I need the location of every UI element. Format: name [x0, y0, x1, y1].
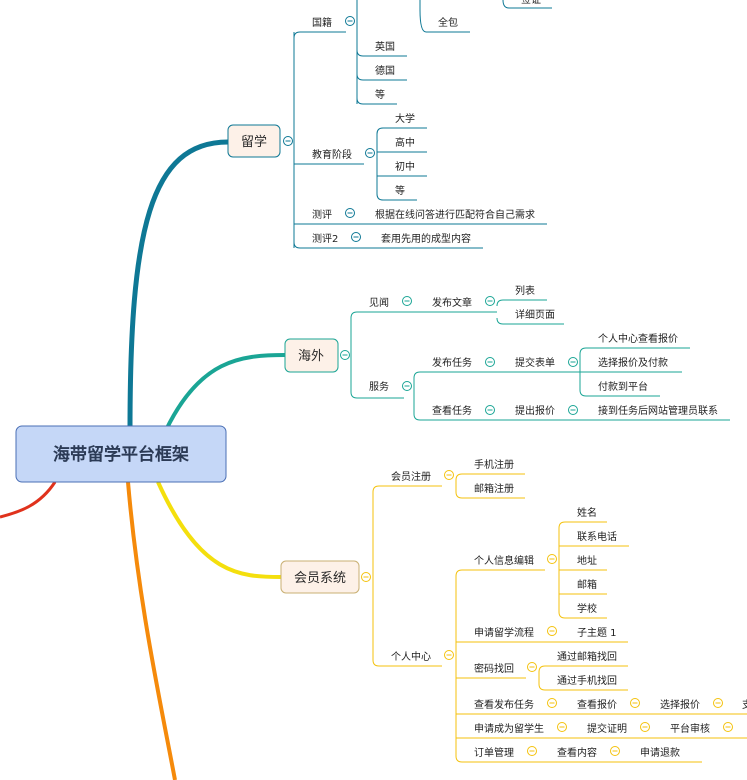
collapse-haiwai[interactable]	[340, 350, 350, 360]
collapse-shenhe[interactable]	[723, 722, 733, 732]
collapse-zhuce[interactable]	[444, 470, 454, 480]
collapse-ceping[interactable]	[345, 208, 355, 218]
collapse-liuxue[interactable]	[283, 136, 293, 146]
node-bianji[interactable]: 个人信息编辑	[474, 554, 534, 567]
node-huiyuan-label: 会员系统	[294, 571, 346, 586]
node-liucheng[interactable]: 申请留学流程	[474, 626, 534, 639]
node-zhi[interactable]: 支	[742, 699, 747, 711]
node-chakanneirong[interactable]: 查看内容	[557, 746, 597, 759]
node-quanbao[interactable]: 全包	[438, 16, 458, 29]
node-chakanfabu[interactable]: 查看发布任务	[474, 698, 534, 711]
node-daxue[interactable]: 大学	[395, 112, 415, 125]
collapse-jianwen[interactable]	[402, 296, 412, 306]
node-huiyuan[interactable]: 会员系统	[280, 560, 360, 594]
node-gerenzhongxin[interactable]: 个人中心	[391, 650, 431, 663]
collapse-guoji[interactable]	[345, 16, 355, 26]
node-tongguoshouji[interactable]: 通过手机找回	[557, 674, 617, 687]
node-chakanrenwu[interactable]: 查看任务	[432, 404, 472, 417]
node-fuwu[interactable]: 服务	[369, 380, 389, 393]
collapse-huiyuan[interactable]	[361, 572, 371, 582]
node-tongguoyouxiang[interactable]: 通过邮箱找回	[557, 650, 617, 663]
node-deng2[interactable]: 等	[395, 184, 405, 197]
node-youxiang2[interactable]: 邮箱	[577, 578, 597, 591]
node-xuanzebaojia[interactable]: 选择报价及付款	[598, 356, 668, 369]
node-tuikuan[interactable]: 申请退款	[640, 746, 680, 759]
branch-liuxue: 留学 国籍 全包 签证 英国 德国 等 教育阶段	[227, 0, 552, 249]
node-shenqing[interactable]: 申请成为留学生	[474, 722, 544, 735]
node-tijiaobiaodan[interactable]: 提交表单	[515, 356, 555, 369]
collapse-xuanzebaojia2[interactable]	[713, 698, 723, 708]
node-guoji[interactable]: 国籍	[312, 16, 332, 29]
node-ceping[interactable]: 测评	[312, 208, 332, 221]
node-dizhi[interactable]: 地址	[577, 554, 597, 567]
collapse-chakanrenwu[interactable]	[485, 405, 495, 415]
node-shenhe[interactable]: 平台审核	[670, 722, 710, 735]
collapse-chakanneirong[interactable]	[610, 746, 620, 756]
collapse-gerenzhongxin[interactable]	[444, 650, 454, 660]
node-youxiang[interactable]: 邮箱注册	[474, 482, 514, 495]
node-xuexiao[interactable]: 学校	[577, 602, 597, 615]
connector-left-red	[0, 481, 57, 519]
collapse-ceping2[interactable]	[351, 232, 361, 242]
collapse-bianji[interactable]	[547, 554, 557, 564]
node-haiwai[interactable]: 海外	[284, 338, 339, 373]
node-ceping-child[interactable]: 根据在线问答进行匹配符合自己需求	[375, 208, 535, 221]
collapse-tijiaobiaodan[interactable]	[568, 357, 578, 367]
node-xuanzebaojia2[interactable]: 选择报价	[660, 698, 700, 711]
node-quanbao-child[interactable]: 签证	[521, 0, 541, 6]
node-fukuan[interactable]: 付款到平台	[598, 380, 648, 393]
node-haiwai-label: 海外	[298, 349, 324, 364]
node-fabuwenzhang[interactable]: 发布文章	[432, 296, 472, 309]
node-jiedao[interactable]: 接到任务后网站管理员联系	[598, 404, 718, 417]
collapse-tichubaojia[interactable]	[568, 405, 578, 415]
root-node[interactable]: 海带留学平台框架	[15, 425, 227, 483]
node-tijiao[interactable]: 提交证明	[587, 722, 627, 735]
collapse-jiaoyu[interactable]	[365, 148, 375, 158]
node-chakanbaojia[interactable]: 查看报价	[577, 698, 617, 711]
collapse-shenqing[interactable]	[557, 722, 567, 732]
connector-liuxue	[127, 139, 229, 431]
node-xiangxi[interactable]: 详细页面	[515, 308, 555, 321]
node-gerenbaojia[interactable]: 个人中心查看报价	[598, 332, 678, 345]
branch-haiwai: 海外 见闻 发布文章 列表 详细页面 服务 发布任务	[284, 284, 730, 421]
collapse-fuwu[interactable]	[402, 381, 412, 391]
node-chuzhong[interactable]: 初中	[395, 160, 415, 173]
node-liuxue-label: 留学	[241, 134, 267, 150]
collapse-fabuwenzhang[interactable]	[485, 296, 495, 306]
node-yingguo[interactable]: 英国	[375, 40, 395, 53]
collapse-liucheng[interactable]	[547, 626, 557, 636]
node-deng1[interactable]: 等	[375, 88, 385, 101]
collapse-faburenwu[interactable]	[485, 357, 495, 367]
node-tichubaojia[interactable]: 提出报价	[515, 404, 555, 417]
node-gaozhong[interactable]: 高中	[395, 136, 415, 149]
collapse-chakanbaojia[interactable]	[630, 698, 640, 708]
collapse-chakanfabu[interactable]	[547, 698, 557, 708]
node-liebiao[interactable]: 列表	[515, 284, 535, 297]
root-label: 海带留学平台框架	[53, 444, 189, 465]
node-zizhuti[interactable]: 子主题 1	[577, 627, 617, 639]
node-ceping2-child[interactable]: 套用先用的成型内容	[381, 232, 471, 245]
node-dianhua[interactable]: 联系电话	[577, 530, 617, 543]
connector-huiyuan	[156, 481, 282, 579]
node-ceping2[interactable]: 测评2	[312, 232, 338, 245]
node-liuxue[interactable]: 留学	[227, 124, 281, 158]
collapse-mima[interactable]	[527, 662, 537, 672]
node-zhuce[interactable]: 会员注册	[391, 470, 431, 483]
node-deguo[interactable]: 德国	[375, 64, 395, 77]
collapse-tijiao[interactable]	[640, 722, 650, 732]
node-jiaoyu[interactable]: 教育阶段	[312, 148, 352, 161]
node-shouji[interactable]: 手机注册	[474, 458, 514, 471]
branch-huiyuan: 会员系统 会员注册 手机注册 邮箱注册 个人中心 个人信息编辑	[280, 458, 747, 763]
collapse-dingdan[interactable]	[527, 746, 537, 756]
node-jianwen[interactable]: 见闻	[369, 296, 389, 309]
node-dingdan[interactable]: 订单管理	[474, 746, 514, 759]
node-mima[interactable]: 密码找回	[474, 662, 514, 675]
connector-bottom-orange	[126, 481, 177, 780]
node-faburenwu[interactable]: 发布任务	[432, 356, 472, 369]
connector-haiwai	[164, 353, 286, 431]
node-xingming[interactable]: 姓名	[577, 506, 597, 519]
